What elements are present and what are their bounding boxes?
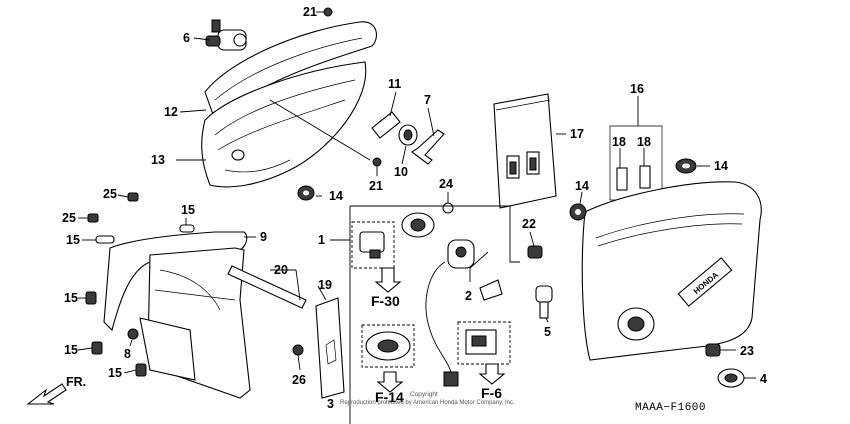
reference-labels: F-30 F-14 F-6 FR. bbox=[66, 293, 502, 405]
ignition-switch-group-part-1 bbox=[349, 205, 520, 424]
callout-23: 23 bbox=[740, 344, 754, 358]
callout-19: 19 bbox=[318, 278, 332, 292]
diagram-code: MAAA−F1600 bbox=[635, 402, 706, 414]
callout-8: 8 bbox=[124, 347, 131, 361]
copyright-notice: Copyright Reproduction prohibited by Ame… bbox=[340, 391, 515, 406]
front-label: FR. bbox=[66, 375, 86, 389]
key-blank-part-5 bbox=[535, 285, 553, 319]
key-cylinder-part-6 bbox=[205, 19, 247, 51]
callout-26: 26 bbox=[292, 373, 306, 387]
callout-11: 11 bbox=[388, 77, 401, 91]
cable-holder-parts bbox=[371, 111, 445, 165]
callout-22: 22 bbox=[522, 217, 536, 231]
callout-24: 24 bbox=[439, 177, 453, 191]
ref-f30: F-30 bbox=[371, 293, 400, 309]
callout-1: 1 bbox=[318, 233, 325, 247]
ref-f14: F-14 bbox=[375, 389, 404, 405]
callout-15: 15 bbox=[108, 366, 122, 380]
callout-6: 6 bbox=[183, 31, 190, 45]
copyright-line-2: Reproduction prohibited by American Hond… bbox=[340, 400, 515, 406]
leader-lines bbox=[77, 11, 756, 379]
callout-14: 14 bbox=[575, 179, 589, 193]
callout-4: 4 bbox=[760, 372, 767, 386]
callout-2: 2 bbox=[465, 289, 472, 303]
callout-14: 14 bbox=[714, 159, 728, 173]
callout-13: 13 bbox=[151, 153, 165, 167]
callout-15: 15 bbox=[181, 203, 195, 217]
tool-bag-part-17 bbox=[493, 93, 557, 209]
inner-panel-assembly bbox=[103, 231, 345, 399]
callout-20: 20 bbox=[274, 263, 288, 277]
copyright-line-1: Copyright bbox=[410, 391, 438, 398]
callout-18: 18 bbox=[637, 135, 651, 149]
callout-15: 15 bbox=[64, 291, 78, 305]
callout-10: 10 bbox=[394, 165, 408, 179]
callout-25: 25 bbox=[62, 211, 76, 225]
callout-15: 15 bbox=[66, 233, 80, 247]
small-fasteners bbox=[85, 192, 543, 377]
callout-5: 5 bbox=[544, 325, 551, 339]
callout-numbers: 21 6 12 13 11 7 10 21 14 25 25 15 15 9 1… bbox=[62, 5, 767, 411]
callout-17: 17 bbox=[570, 127, 584, 141]
callout-7: 7 bbox=[424, 93, 431, 107]
callout-9: 9 bbox=[260, 230, 267, 244]
callout-3: 3 bbox=[327, 397, 334, 411]
front-arrow bbox=[26, 383, 67, 405]
callout-21: 21 bbox=[303, 5, 317, 19]
left-side-cover-assembly bbox=[201, 7, 382, 201]
ref-f6: F-6 bbox=[481, 385, 502, 401]
callout-21: 21 bbox=[369, 179, 383, 193]
callout-14: 14 bbox=[329, 189, 343, 203]
callout-15: 15 bbox=[64, 343, 78, 357]
callout-25: 25 bbox=[103, 187, 117, 201]
right-side-cover: HONDA bbox=[569, 158, 762, 388]
callout-12: 12 bbox=[164, 105, 178, 119]
callout-18: 18 bbox=[612, 135, 626, 149]
callout-16: 16 bbox=[630, 82, 644, 96]
